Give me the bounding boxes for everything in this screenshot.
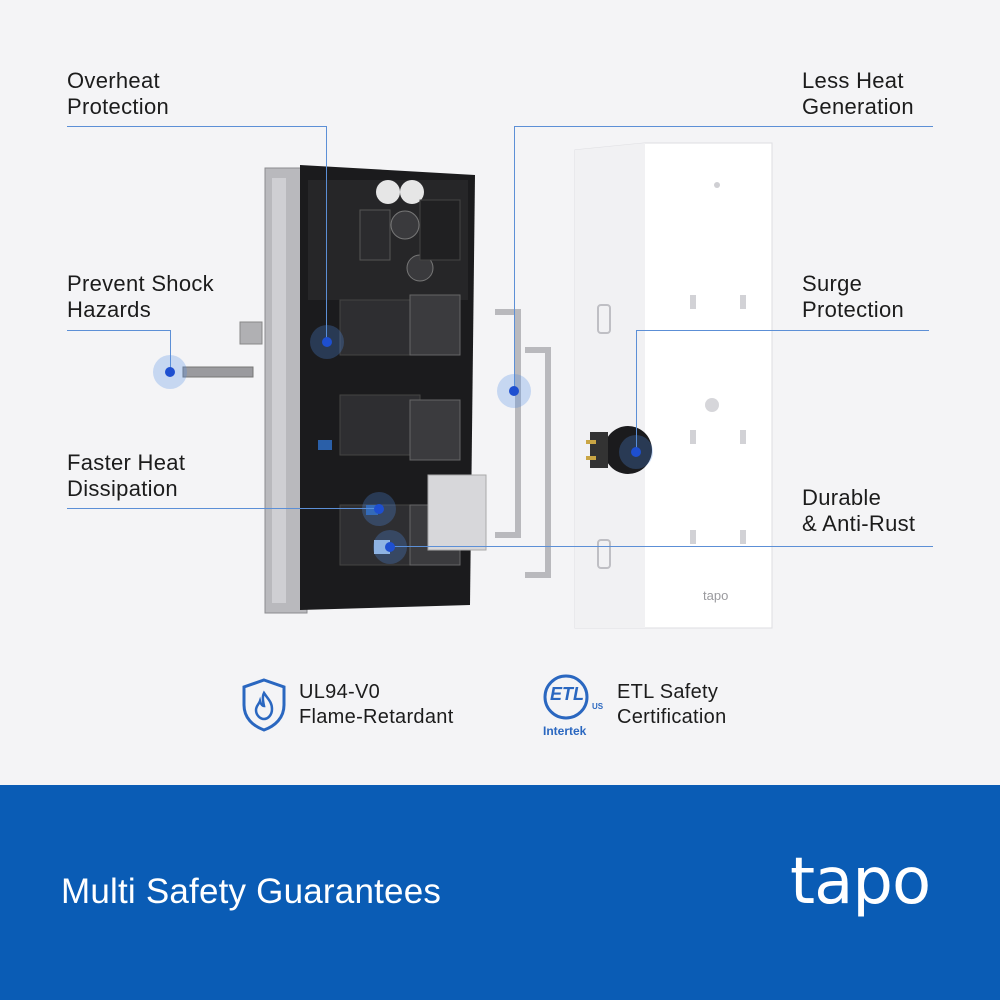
faceplate-brand: tapo bbox=[703, 588, 729, 603]
cert-etl-text: ETL Safety Certification bbox=[617, 680, 727, 730]
feature-durable-anti-rust: Durable & Anti-Rust bbox=[802, 485, 915, 537]
marker-less-heat bbox=[497, 374, 531, 408]
feature-label-line2: Generation bbox=[802, 94, 914, 119]
marker-overheat bbox=[310, 325, 344, 359]
leader-surge-v bbox=[636, 330, 637, 450]
marker-shock bbox=[153, 355, 187, 389]
etl-logo-mark: ETL bbox=[550, 684, 584, 704]
etl-logo-us: US bbox=[592, 702, 604, 711]
feature-label-line1: Surge bbox=[802, 271, 863, 296]
feature-label-line2: Protection bbox=[67, 94, 170, 119]
leader-shock-v bbox=[170, 330, 171, 372]
feature-surge-protection: Surge Protection bbox=[802, 271, 904, 323]
feature-overheat-protection: Overheat Protection bbox=[67, 68, 169, 120]
tapo-logo: tapo bbox=[790, 845, 931, 919]
feature-label-line2: Dissipation bbox=[67, 476, 178, 501]
cert-line1: UL94-V0 bbox=[299, 681, 381, 703]
leader-durable bbox=[390, 546, 933, 547]
marker-surge bbox=[619, 435, 653, 469]
etl-logo-intertek: Intertek bbox=[543, 724, 587, 738]
feature-label-line1: Prevent Shock bbox=[67, 271, 214, 296]
feature-less-heat-generation: Less Heat Generation bbox=[802, 68, 914, 120]
feature-label-line1: Overheat bbox=[67, 68, 160, 93]
feature-label-line1: Less Heat bbox=[802, 68, 904, 93]
bottom-banner: Multi Safety Guarantees tapo bbox=[0, 785, 1000, 1000]
cert-line2: Flame-Retardant bbox=[299, 706, 454, 728]
marker-heat-dissipation bbox=[362, 492, 396, 526]
leader-shock-h bbox=[67, 330, 170, 331]
cert-line1: ETL Safety bbox=[617, 681, 719, 703]
feature-label-line1: Durable bbox=[802, 485, 882, 510]
feature-prevent-shock-hazards: Prevent Shock Hazards bbox=[67, 271, 214, 323]
cert-line2: Certification bbox=[617, 706, 727, 728]
banner-title: Multi Safety Guarantees bbox=[61, 872, 442, 911]
leader-overheat-h bbox=[67, 126, 327, 127]
leader-surge-h bbox=[636, 330, 929, 331]
leader-less-heat-h bbox=[515, 126, 933, 127]
marker-durable bbox=[373, 530, 407, 564]
leader-heat-dissipation bbox=[67, 508, 377, 509]
etl-listed-icon bbox=[543, 674, 589, 720]
feature-label-line2: Hazards bbox=[67, 297, 152, 322]
feature-label-line2: & Anti-Rust bbox=[802, 511, 916, 536]
product-exploded-view bbox=[182, 142, 773, 629]
feature-faster-heat-dissipation: Faster Heat Dissipation bbox=[67, 450, 185, 502]
flame-shield-icon bbox=[242, 678, 286, 732]
cert-ul94-text: UL94-V0 Flame-Retardant bbox=[299, 680, 454, 730]
product-illustration-area: tapo Overheat Protection Prevent Shock H… bbox=[67, 68, 933, 738]
feature-label-line2: Protection bbox=[802, 297, 905, 322]
leader-less-heat-v bbox=[514, 126, 515, 391]
feature-label-line1: Faster Heat bbox=[67, 450, 186, 475]
leader-overheat-v bbox=[326, 126, 327, 341]
